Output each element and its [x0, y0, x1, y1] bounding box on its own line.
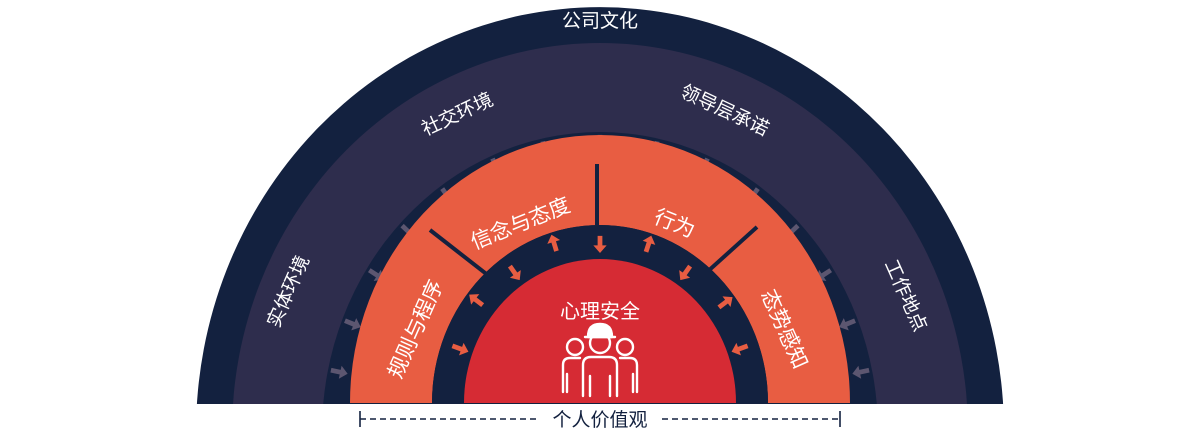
- team-safety-icon: [561, 322, 639, 398]
- core-label: 心理安全: [560, 299, 640, 323]
- inward-core-arrow: [731, 342, 749, 356]
- inward-arrow: [839, 318, 856, 331]
- inward-arrow: [330, 365, 348, 379]
- outward-core-arrow: [469, 294, 485, 308]
- inward-core-arrow: [679, 264, 693, 281]
- inward-core-arrow: [593, 235, 607, 253]
- inward-core-arrow: [507, 264, 521, 281]
- baseline-bracket: [359, 411, 841, 427]
- outward-core-arrow: [642, 235, 656, 253]
- segment-ring: [350, 135, 850, 403]
- inner-arrows: [451, 234, 749, 356]
- outward-core-arrow: [547, 234, 561, 252]
- baseline-strip: [196, 404, 1004, 436]
- inward-core-arrow: [451, 342, 469, 356]
- personal-values-label: 个人价值观: [552, 409, 647, 431]
- company-culture-label: 公司文化: [562, 10, 638, 32]
- inward-arrow: [344, 318, 361, 331]
- outward-core-arrow: [717, 296, 733, 310]
- inward-arrow: [852, 365, 870, 379]
